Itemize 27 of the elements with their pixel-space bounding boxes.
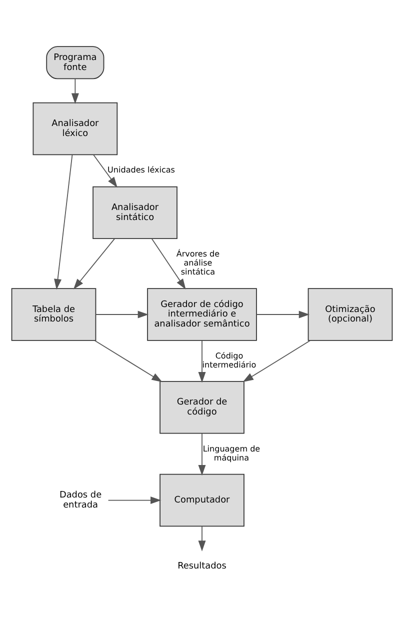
arrow <box>54 154 73 290</box>
arrow <box>94 340 162 382</box>
node-box: Analisador léxico <box>32 102 118 155</box>
arrow <box>198 340 206 382</box>
arrow <box>95 310 149 318</box>
arrow <box>198 525 206 551</box>
node-text: Dados de entrada <box>59 490 102 510</box>
edge-label: Unidades léxicas <box>108 165 175 174</box>
node-box: Otimização (opcional) <box>308 288 393 340</box>
node-box: Programa fonte <box>46 46 104 79</box>
arrow <box>93 154 118 188</box>
arrow <box>108 496 162 504</box>
node-box: Gerador de código <box>160 380 244 434</box>
arrow <box>256 310 310 318</box>
arrow <box>71 78 79 104</box>
arrow <box>242 340 311 382</box>
arrow <box>198 432 206 476</box>
arrow <box>73 238 115 289</box>
node-box: Analisador sintático <box>92 186 178 239</box>
edge-label: Linguagem de máquina <box>202 444 260 462</box>
edge-label: Árvores de análise sintática <box>176 249 220 276</box>
node-text: Resultados <box>178 561 226 572</box>
edge-label: Código intermediário <box>202 350 256 369</box>
node-box: Gerador de código intermediário e analisador semântico <box>147 288 257 340</box>
arrow <box>151 238 186 289</box>
node-box: Computador <box>160 473 244 526</box>
node-box: Tabela de símbolos <box>11 288 96 340</box>
